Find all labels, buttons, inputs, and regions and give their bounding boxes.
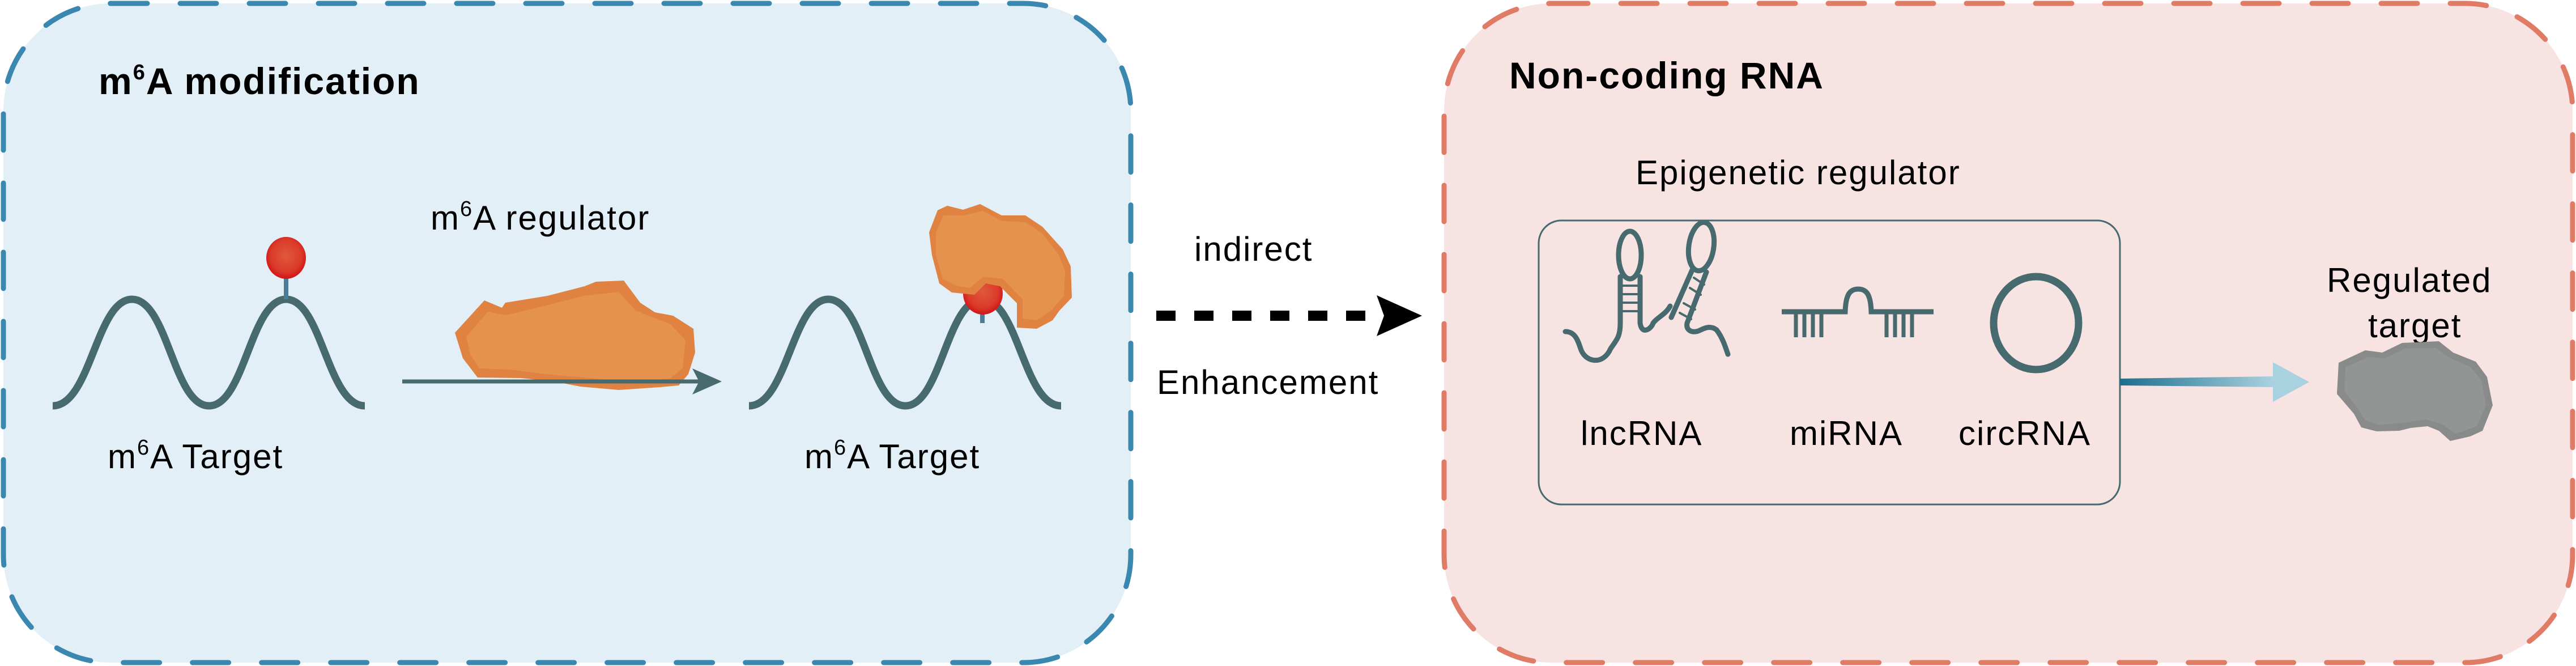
bound-regulator-protein-icon — [929, 204, 1072, 329]
regulated-target-label-line2: target — [2368, 307, 2462, 345]
ncrna-label-mirna: miRNA — [1790, 414, 1903, 452]
mirna-duplex-icon — [1782, 286, 1934, 337]
regulated-target-label-line1: Regulated — [2327, 261, 2492, 299]
rna-strand-icon — [748, 295, 1062, 410]
m6a-target-label: m6A Target — [804, 436, 980, 476]
regulation-arrow — [2120, 362, 2309, 402]
m6a-target-after: m6A Target — [748, 204, 1072, 476]
circrna-ring-icon — [1990, 273, 2083, 374]
ncrna-panel-background — [1441, 1, 2575, 665]
rna-strand-icon — [52, 295, 365, 410]
m6a-target-label: m6A Target — [108, 436, 283, 476]
m6a-target-before: m6A Target — [52, 237, 365, 476]
regulated-target-protein-icon — [2337, 341, 2493, 441]
connector-top-label: indirect — [1194, 230, 1313, 268]
ncrna-panel-title: Non-coding RNA — [1509, 54, 1824, 96]
m6a-modification-panel: m6A modification m6A Target m6A regulato… — [1, 1, 1134, 665]
m6a-panel-title: m6A modification — [99, 60, 420, 102]
ncrna-label-lncrna: lncRNA — [1581, 414, 1702, 452]
regulation-arrow-head-icon — [2273, 362, 2309, 402]
process-arrow — [402, 368, 722, 394]
connector-bottom-label: Enhancement — [1157, 363, 1379, 401]
m6a-regulator-label: m6A regulator — [431, 197, 650, 237]
m6a-methyl-mark-icon — [266, 237, 306, 279]
epigenetic-regulator-label: Epigenetic regulator — [1636, 154, 1961, 192]
m6a-regulator-protein-icon — [455, 281, 695, 390]
ncrna-label-circrna: circRNA — [1958, 414, 2091, 452]
non-coding-rna-panel: Non-coding RNA Epigenetic regulator lncR… — [1441, 1, 2575, 665]
indirect-enhancement-connector: indirect Enhancement — [1156, 230, 1422, 401]
lncrna-hairpin-icon — [1562, 219, 1731, 363]
epigenetic-regulator-box — [1538, 219, 2121, 506]
dashed-arrow-head-icon — [1377, 295, 1422, 336]
